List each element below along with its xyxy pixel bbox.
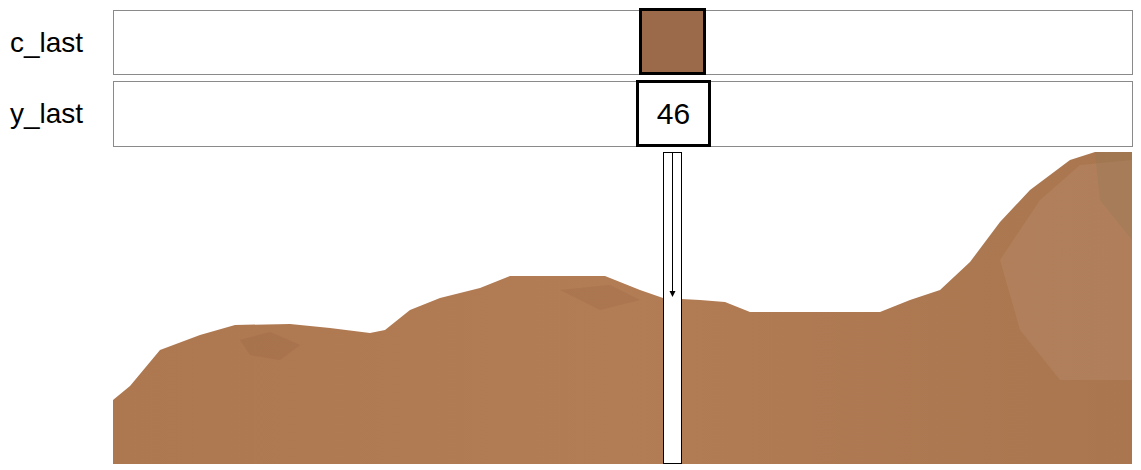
terrain — [113, 152, 1132, 464]
array-label: c_last — [10, 29, 83, 57]
color-cell — [639, 8, 706, 75]
value-text: 46 — [639, 83, 708, 129]
bar-ground — [114, 11, 1133, 74]
array-label: y_last — [10, 100, 83, 128]
value-cell: 46 — [636, 80, 711, 147]
scan-column — [664, 153, 682, 464]
scan-arrow — [672, 153, 673, 292]
terrain-shade — [240, 332, 300, 360]
terrain-shade — [560, 285, 640, 310]
array-bar: c_last — [113, 10, 1133, 75]
scan-arrow-head — [670, 291, 676, 297]
bar-ground — [114, 82, 1133, 146]
array-bar: y_last46 — [113, 81, 1133, 147]
terrain-shade — [1095, 152, 1132, 240]
